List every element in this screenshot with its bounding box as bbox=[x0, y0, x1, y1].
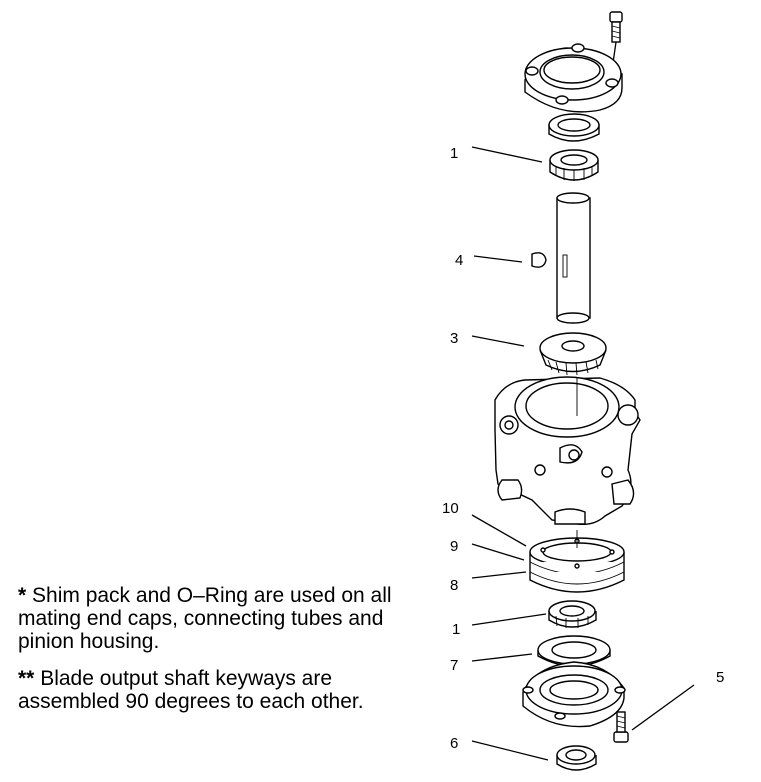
note-mark: ** bbox=[18, 667, 35, 690]
callout-3: 3 bbox=[450, 330, 458, 347]
top-end-cap bbox=[524, 43, 623, 113]
note-shim-pack: * Shim pack and O–Ring are used on all m… bbox=[18, 584, 418, 653]
callout-1-bottom: 1 bbox=[452, 621, 460, 638]
bevel-gear bbox=[539, 332, 607, 376]
callout-10: 10 bbox=[442, 500, 459, 517]
bearing-cone-bottom bbox=[548, 600, 597, 628]
bearing-race-top bbox=[548, 113, 600, 142]
shaft-key bbox=[531, 252, 547, 268]
leader-5 bbox=[631, 684, 695, 731]
leader-9 bbox=[471, 543, 525, 561]
leader-7 bbox=[471, 653, 533, 662]
note-keyways: ** Blade output shaft keyways are assemb… bbox=[18, 667, 418, 713]
leader-6 bbox=[471, 740, 549, 761]
leader-1-bottom bbox=[471, 613, 547, 626]
bearing-cone-top bbox=[549, 149, 599, 181]
shim-pack bbox=[529, 537, 625, 593]
leader-8 bbox=[471, 571, 527, 579]
leader-4 bbox=[473, 255, 523, 263]
leader-1-top bbox=[471, 146, 543, 163]
note-mark: * bbox=[18, 584, 27, 607]
callout-1-top: 1 bbox=[450, 145, 458, 162]
callout-7: 7 bbox=[450, 657, 458, 674]
top-cap-screw bbox=[609, 11, 623, 43]
callout-9: 9 bbox=[450, 538, 458, 555]
o-ring-race bbox=[537, 635, 611, 667]
notes-block: * Shim pack and O–Ring are used on all m… bbox=[18, 584, 418, 727]
callout-8: 8 bbox=[450, 577, 458, 594]
callout-6: 6 bbox=[450, 735, 458, 752]
leader-3 bbox=[471, 335, 525, 347]
callout-5: 5 bbox=[716, 669, 724, 686]
callout-4: 4 bbox=[455, 252, 463, 269]
note-text: Blade output shaft keyways are assembled… bbox=[18, 667, 364, 713]
oil-seal bbox=[556, 745, 597, 771]
bottom-cap-screw bbox=[613, 711, 629, 743]
gear-housing bbox=[494, 376, 641, 526]
drive-shaft bbox=[556, 192, 591, 324]
bottom-end-cap bbox=[522, 661, 626, 728]
note-text: Shim pack and O–Ring are used on all mat… bbox=[18, 584, 392, 653]
leader-10 bbox=[471, 514, 527, 547]
